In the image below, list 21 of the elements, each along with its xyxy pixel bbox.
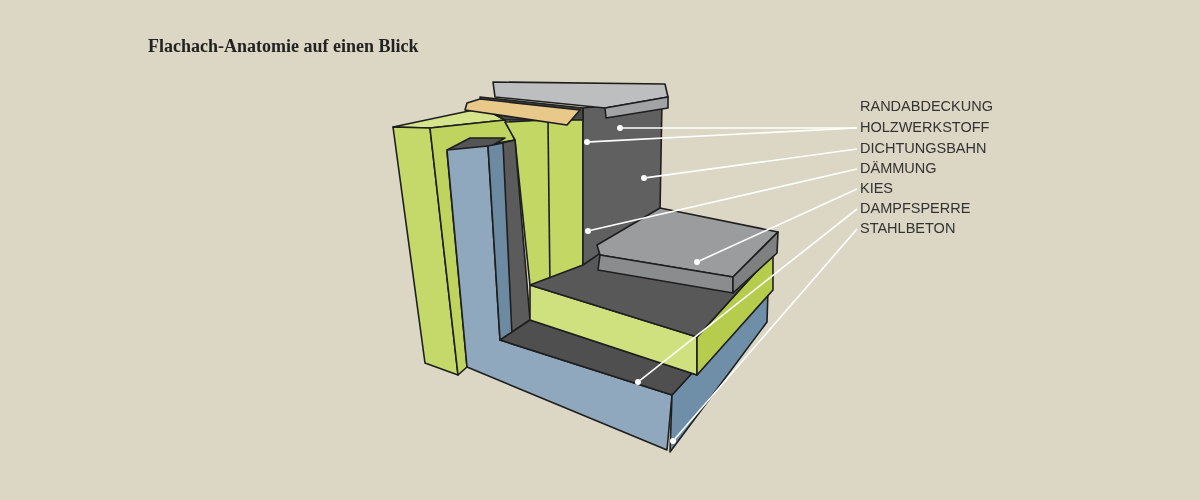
layer-label: KIES: [860, 178, 894, 198]
leader-dot: [584, 139, 590, 145]
leader-line: [590, 168, 858, 232]
leader-line: [698, 188, 858, 262]
leader-dot: [585, 228, 591, 234]
diagram-title: Flachach-Anatomie auf einen Blick: [148, 36, 419, 57]
layer-label: HOLZWERKSTOFF: [860, 117, 990, 137]
layer-label: RANDABDECKUNG: [860, 96, 993, 116]
leader-dot: [641, 175, 647, 181]
layer-label: DICHTUNGSBAHN: [860, 138, 987, 158]
leader-dot: [670, 438, 676, 444]
layer-label: STAHLBETON: [860, 218, 956, 238]
leader-line: [646, 148, 858, 179]
layer-label: DAMPFSPERRE: [860, 198, 971, 218]
leader-dot: [694, 259, 700, 265]
leader-dot: [635, 379, 641, 385]
leader-dot: [617, 125, 623, 131]
leader-line: [674, 228, 858, 440]
layer-label: DÄMMUNG: [860, 158, 937, 178]
leader-line: [589, 127, 858, 143]
leader-line: [639, 208, 858, 381]
